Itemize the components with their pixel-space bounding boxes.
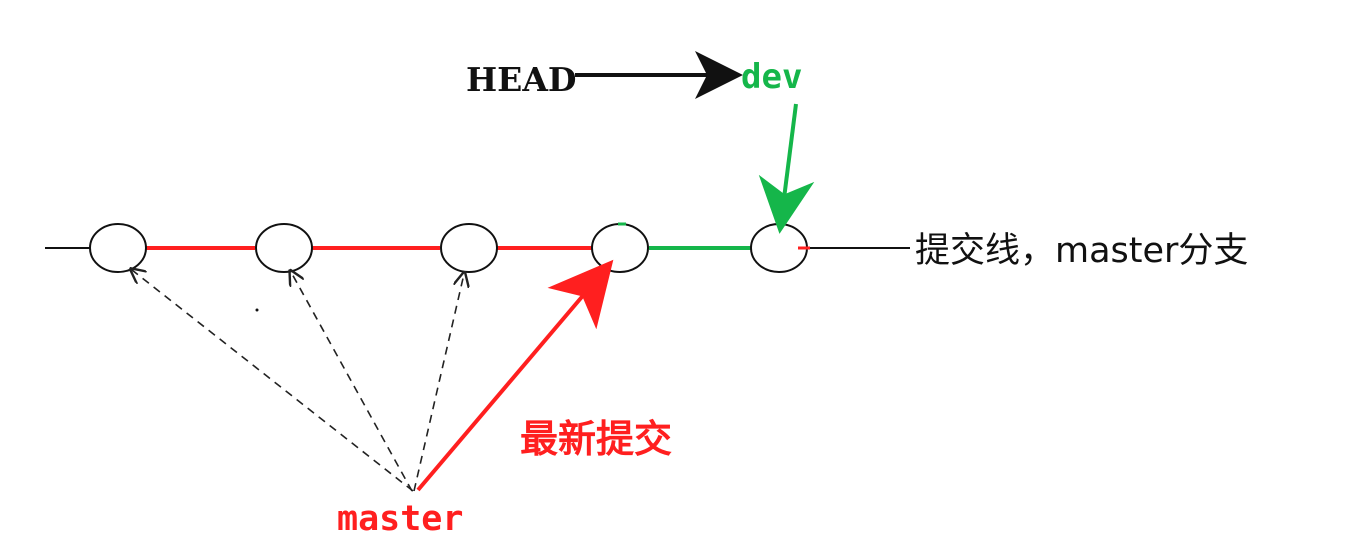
master-branch-description: 提交线，master分支 xyxy=(915,231,1248,271)
master-history-arrow-2 xyxy=(291,272,413,492)
head-label: HEAD xyxy=(466,60,577,99)
commit-node-4 xyxy=(591,223,649,273)
commit-node-1 xyxy=(89,223,147,273)
latest-commit-label: 最新提交 xyxy=(520,417,672,461)
master-history-arrow-1 xyxy=(132,270,414,492)
dev-to-node-arrow xyxy=(758,103,815,234)
master-history-arrow-3 xyxy=(413,274,464,492)
latest-commit-arrow xyxy=(416,259,614,492)
commit-node-3 xyxy=(440,223,498,273)
master-branch-label: master xyxy=(337,499,463,539)
dev-branch-label: dev xyxy=(741,57,802,97)
commit-node-2 xyxy=(255,223,313,273)
stray-dot xyxy=(255,308,259,312)
